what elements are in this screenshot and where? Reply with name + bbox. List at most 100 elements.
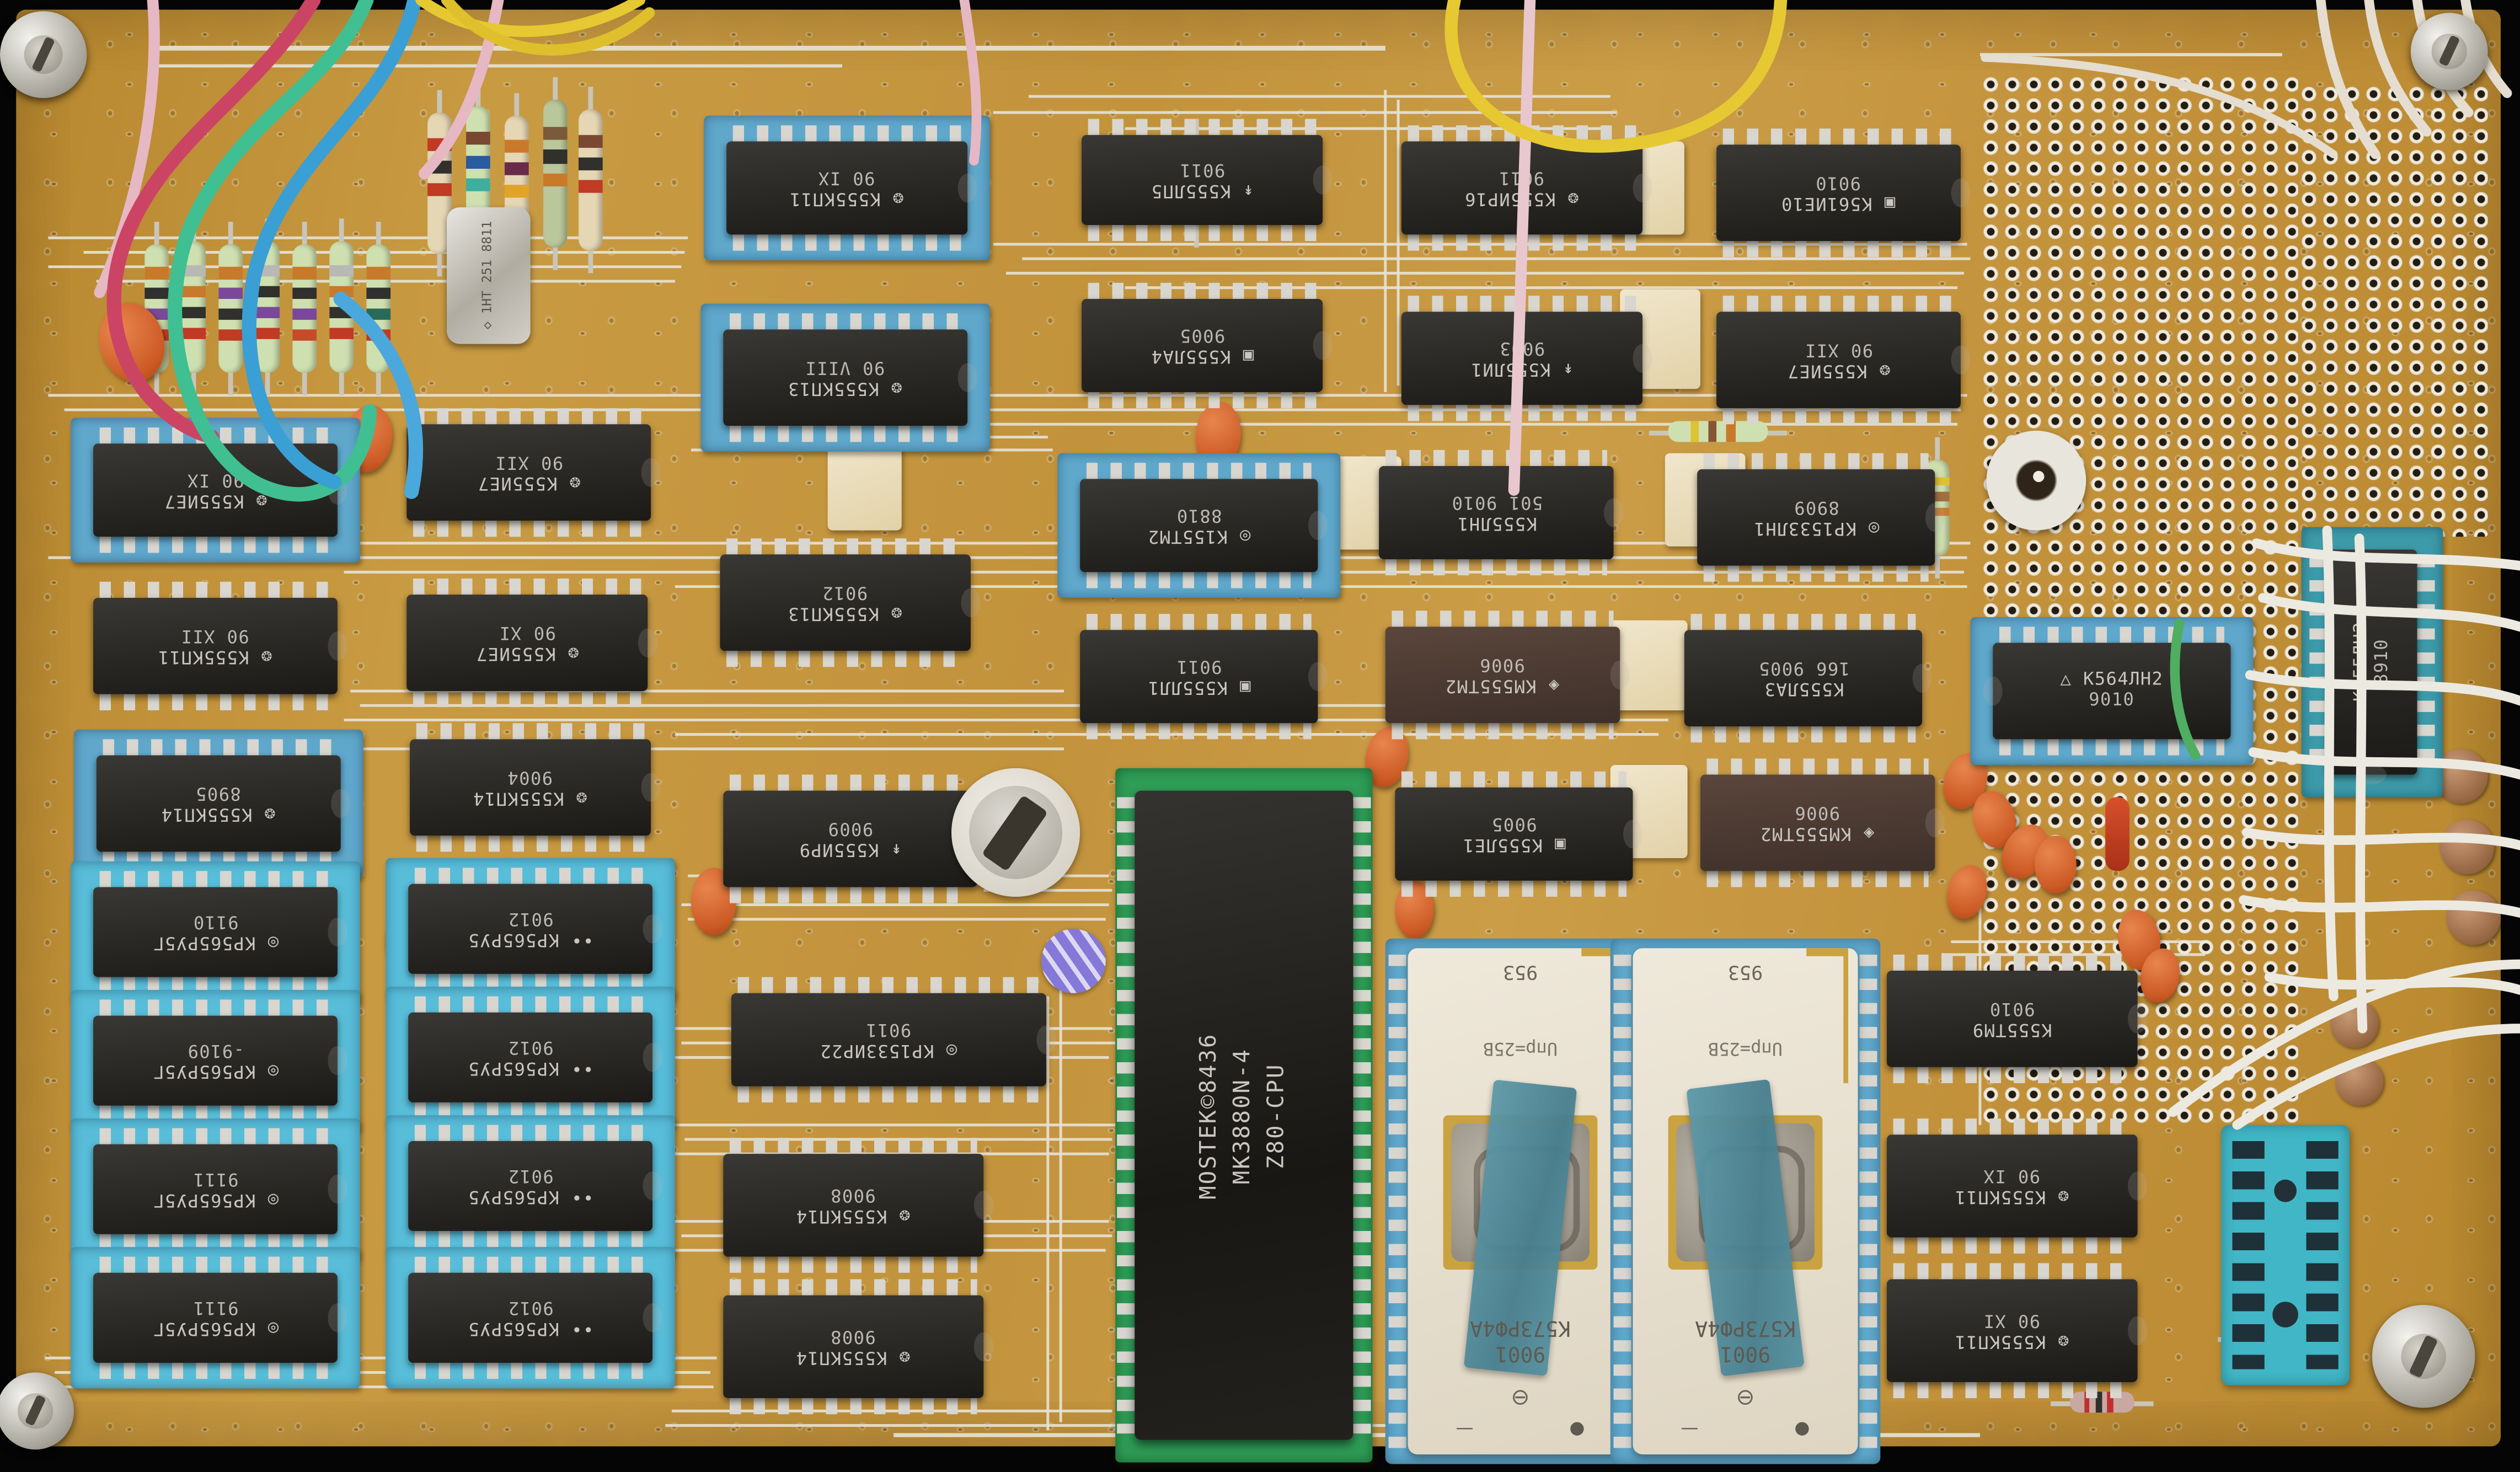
empty-dip-socket bbox=[2221, 1125, 2350, 1385]
socket-contacts bbox=[2232, 1141, 2265, 1369]
ic-pins bbox=[729, 774, 971, 793]
jumper-wire bbox=[2315, 0, 2380, 159]
resistor bbox=[579, 109, 603, 251]
ic-pins bbox=[1893, 1235, 2131, 1254]
ic-notch bbox=[328, 1303, 347, 1332]
ic-pins bbox=[737, 1084, 1040, 1102]
ic-pins bbox=[732, 233, 961, 251]
ic-pins bbox=[1893, 1118, 2131, 1137]
metal-can-ic: ◇ 1НТ 251 8811 bbox=[447, 207, 531, 344]
ic-pins bbox=[732, 125, 961, 143]
resistor-band bbox=[292, 308, 317, 320]
ic-pins bbox=[99, 581, 331, 599]
jumper-wire bbox=[2364, 0, 2432, 137]
ic-pins bbox=[99, 999, 331, 1018]
ic-notch bbox=[1633, 344, 1652, 373]
ic-pins bbox=[729, 1279, 977, 1297]
ic-notch bbox=[957, 173, 977, 203]
ic-notch bbox=[328, 1046, 347, 1075]
ic-notch bbox=[1951, 178, 1971, 207]
jumper-wire bbox=[333, 291, 424, 499]
socket-hole bbox=[2274, 1179, 2297, 1202]
ic-pins bbox=[413, 408, 645, 426]
ic-notch bbox=[957, 363, 977, 392]
ic-notch bbox=[1308, 511, 1328, 540]
resistor-band bbox=[2107, 1391, 2114, 1413]
ic-chip: ◎ КР565РУ5Г-9109 bbox=[93, 1015, 347, 1106]
ic-pins bbox=[1703, 564, 1929, 582]
resistor-band bbox=[504, 140, 529, 153]
resistor-band bbox=[427, 183, 452, 196]
ic-pins bbox=[413, 579, 641, 597]
ic-notch bbox=[961, 588, 981, 617]
ic-date-code: 9010 bbox=[2089, 689, 2135, 710]
ic-pins bbox=[729, 1396, 977, 1415]
ic-notch bbox=[973, 1191, 993, 1220]
ic-notch bbox=[1912, 663, 1932, 693]
resistor-band bbox=[218, 288, 243, 300]
ic-notch bbox=[1036, 1025, 1056, 1055]
ic-pins bbox=[1388, 954, 1406, 1448]
jumper-wire bbox=[2232, 1024, 2520, 1130]
ic-pins bbox=[1613, 954, 1631, 1448]
resistor bbox=[218, 244, 243, 373]
eprom-gold-trace bbox=[1806, 948, 1848, 956]
resistor-band bbox=[466, 155, 490, 169]
capacitor-brown bbox=[2439, 820, 2495, 875]
jumper-wire bbox=[2170, 618, 2201, 761]
resistor-band bbox=[181, 307, 206, 319]
ic-pins bbox=[1086, 721, 1312, 740]
ic-pins bbox=[1086, 614, 1312, 632]
resistor-band bbox=[292, 267, 317, 279]
ic-pins bbox=[414, 1361, 646, 1379]
ic-notch bbox=[1925, 503, 1945, 532]
ic-notch bbox=[641, 773, 661, 802]
resistor-band bbox=[366, 288, 391, 300]
ic-pins bbox=[1999, 627, 2224, 645]
ic-part-number: △ К564ЛН2 bbox=[2060, 669, 2164, 690]
jumper-wire bbox=[2251, 538, 2520, 571]
ic-pins bbox=[413, 519, 645, 537]
jumper-wire bbox=[415, 0, 645, 38]
resistor-band bbox=[329, 265, 354, 277]
resistor-band bbox=[579, 157, 603, 170]
ic-notch bbox=[2128, 1004, 2147, 1034]
ic-notch bbox=[1308, 662, 1328, 691]
ic-pins bbox=[1722, 406, 1955, 425]
resistor-band bbox=[1726, 421, 1735, 442]
ic-pins bbox=[1893, 954, 2131, 972]
socket-contacts bbox=[2306, 1141, 2339, 1369]
jumper-wire bbox=[106, 0, 321, 445]
ic-pins bbox=[1353, 797, 1371, 1434]
ic-pins bbox=[1088, 119, 1317, 137]
resistor-band bbox=[292, 288, 317, 300]
resistor-band bbox=[218, 329, 243, 341]
capacitor-red bbox=[2105, 797, 2130, 871]
resistor-band bbox=[579, 180, 603, 193]
ic-pins bbox=[726, 649, 965, 667]
ic-notch bbox=[328, 917, 347, 947]
ic-pins bbox=[414, 1125, 646, 1143]
resistor-band bbox=[255, 328, 280, 340]
ceramic-block bbox=[1610, 620, 1688, 710]
resistor bbox=[292, 244, 317, 373]
resistor-band bbox=[543, 149, 568, 163]
ic-pins bbox=[414, 996, 646, 1014]
ic-pins bbox=[99, 1128, 331, 1146]
ic-notch bbox=[1951, 345, 1971, 374]
